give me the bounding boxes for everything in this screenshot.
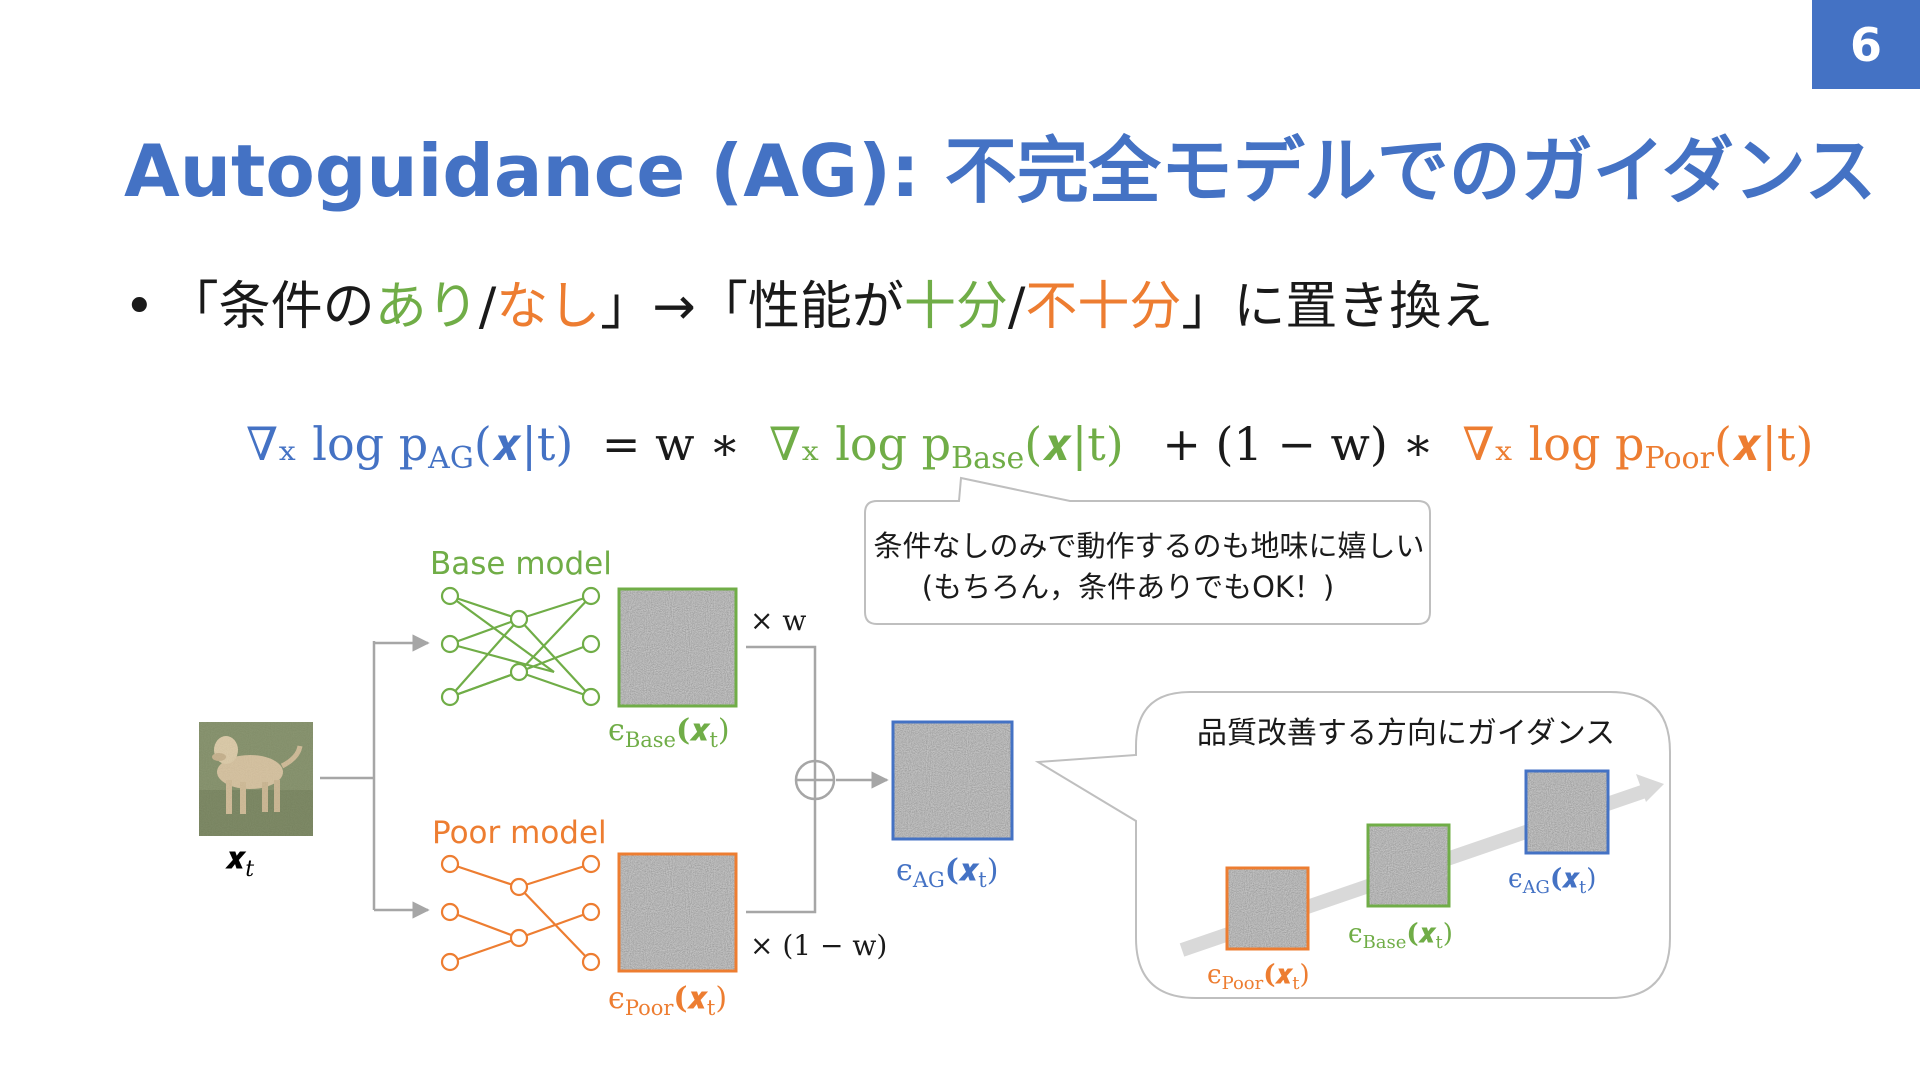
quality-eps-ag-label: ϵAG(𝒙t) (1508, 864, 1596, 898)
poor-noise-image (617, 852, 738, 973)
eq-base-term: ∇ₓ log p (769, 417, 951, 471)
bullet-point: •「条件のあり/なし」→「性能が十分/不十分」に置き換え (124, 264, 1493, 339)
sum-node (794, 759, 836, 801)
quality-ag-image (1524, 769, 1610, 855)
eps-ag-label: ϵAG(𝒙t) (896, 853, 998, 892)
slide-title: Autoguidance (AG): 不完全モデルでのガイダンス (124, 129, 1877, 213)
callout-note: 条件なしのみで動作するのも地味に嬉しい (もちろん，条件ありでもOK！) (864, 476, 1431, 625)
bullet-text-fujuubun: 不十分 (1025, 277, 1182, 337)
eq-ag-sub: AG (427, 441, 474, 476)
equation: ∇ₓ log pAG(𝒙|t) = w ∗ ∇ₓ log pBase(𝒙|t) … (246, 417, 1813, 476)
poor-model-network-icon (440, 854, 601, 972)
callout-guidance-title: 品質改善する方向にガイダンス (1197, 716, 1615, 751)
eps-base-label: ϵBase(𝒙t) (608, 713, 730, 752)
bullet-text-3: 」に置き換え (1181, 277, 1494, 337)
bullet-slash-1: / (478, 277, 497, 337)
eq-ag-arg: (𝒙|t) (474, 417, 573, 471)
base-model-network-icon (440, 586, 601, 707)
bullet-text-juubun: 十分 (903, 277, 1008, 337)
base-noise-image (617, 587, 738, 708)
input-image (199, 722, 313, 836)
eq-ag-term: ∇ₓ log p (246, 417, 428, 471)
callout-note-line1: 条件なしのみで動作するのも地味に嬉しい (873, 529, 1424, 563)
eq-poor-sub: Poor (1645, 441, 1715, 476)
svg-text:∇ₓ log pAG(𝒙|t) = w ∗: ∇ₓ log pAG(𝒙|t) = w ∗ ∇ₓ log pBase(𝒙|t) … (246, 417, 1813, 476)
weight-w-label: × w (750, 604, 806, 637)
eq-poor-term: ∇ₓ log p (1462, 417, 1644, 471)
ag-noise-image (891, 720, 1014, 841)
weight-one-minus-w-label: × (1 − w) (750, 929, 887, 962)
poor-model-label: Poor model (432, 815, 607, 851)
bullet-text-nashi: なし (496, 277, 601, 337)
quality-eps-base-label: ϵBase(𝒙t) (1348, 919, 1453, 953)
quality-poor-image (1225, 866, 1310, 951)
eq-poor-arg: (𝒙|t) (1714, 417, 1813, 471)
callout-guidance: 品質改善する方向にガイダンス (1034, 691, 1671, 999)
bullet-text-1: 「条件の (166, 277, 375, 337)
callout-note-line2: (もちろん，条件ありでもOK！) (922, 570, 1334, 604)
eps-poor-label: ϵPoor(𝒙t) (608, 981, 727, 1020)
bullet-text-ari: あり (374, 277, 479, 337)
page-number-badge: 6 (1812, 0, 1920, 89)
quality-base-image (1366, 823, 1451, 908)
base-model-label: Base model (430, 546, 612, 582)
eq-mid-2: + (1 − w) ∗ (1162, 417, 1433, 471)
bullet-slash-2: / (1007, 277, 1026, 337)
eq-mid-1: = w ∗ (602, 417, 740, 471)
quality-eps-poor-label: ϵPoor(𝒙t) (1207, 960, 1310, 994)
eq-base-arg: (𝒙|t) (1024, 417, 1123, 471)
bullet-text-2: 」→「性能が (600, 277, 904, 337)
connector-lines (320, 634, 889, 919)
eq-base-sub: Base (951, 441, 1024, 476)
input-label: 𝒙t (225, 841, 254, 882)
bullet-marker: • (124, 277, 155, 337)
